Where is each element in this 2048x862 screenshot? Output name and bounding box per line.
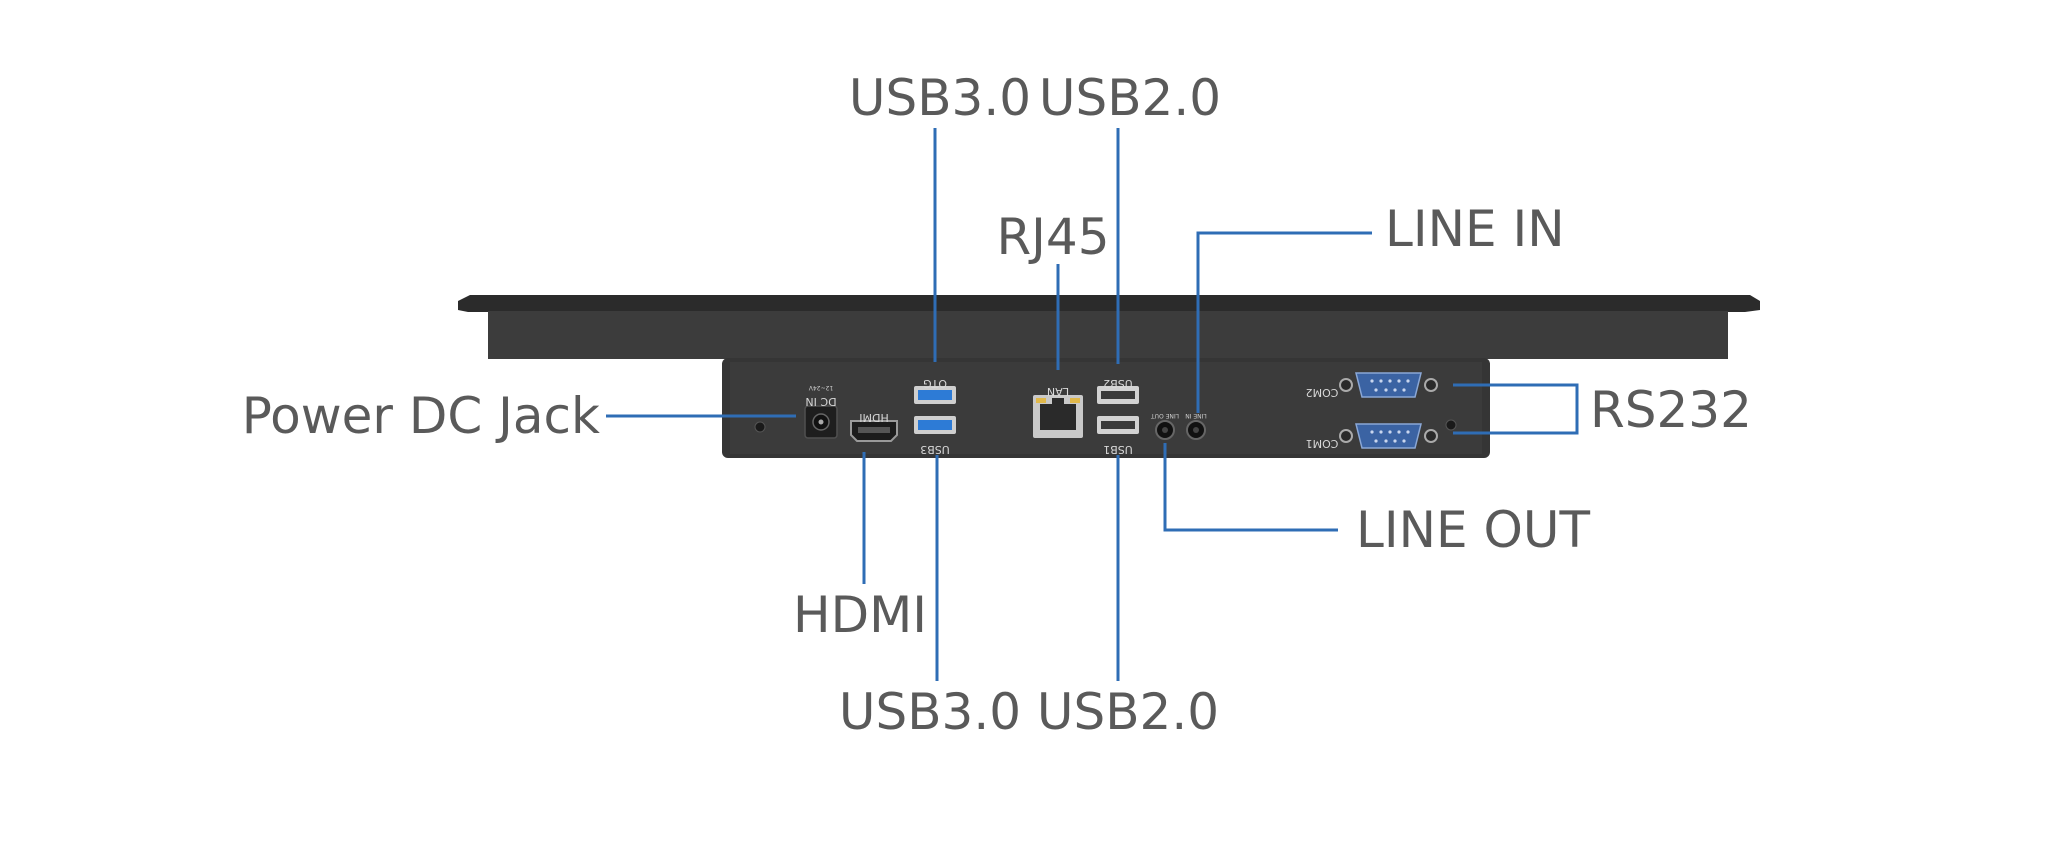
front-bezel bbox=[458, 295, 1760, 312]
label-usb30-bottom: USB3.0 bbox=[839, 683, 1021, 741]
hdmi-port: HDMI bbox=[850, 411, 898, 442]
leader-lines bbox=[606, 128, 1579, 681]
line-in-jack: LINE IN bbox=[1185, 412, 1207, 440]
rear-housing bbox=[488, 311, 1728, 359]
leader-line-out bbox=[1163, 443, 1338, 532]
callout-labels: USB3.0 USB2.0 RJ45 LINE IN Power DC Jack… bbox=[242, 69, 1752, 741]
vent-fins bbox=[780, 462, 1469, 475]
label-hdmi: HDMI bbox=[793, 586, 927, 644]
silk-com1: COM1 bbox=[1306, 437, 1339, 450]
usb30-otg-port: OTG bbox=[914, 377, 956, 404]
silk-dc-in: DC IN bbox=[805, 395, 836, 408]
usb30-port: USB3 bbox=[914, 416, 956, 456]
usb20-port-2: USB2 bbox=[1097, 377, 1139, 404]
silk-otg: OTG bbox=[923, 377, 947, 390]
usb20-port-1: USB1 bbox=[1097, 416, 1139, 456]
panel-pc-device: DC IN 12~24V HDMI OTG USB3 LAN bbox=[458, 295, 1760, 475]
silk-usb3: USB3 bbox=[920, 443, 950, 456]
label-rs232: RS232 bbox=[1590, 381, 1752, 439]
label-line-out: LINE OUT bbox=[1356, 501, 1590, 559]
label-usb20-bottom: USB2.0 bbox=[1037, 683, 1219, 741]
lan-port: LAN bbox=[1033, 385, 1083, 438]
silk-usb2: USB2 bbox=[1103, 377, 1133, 390]
leader-line-in bbox=[1196, 231, 1372, 413]
com1-db9-port: COM1 bbox=[1306, 423, 1438, 450]
label-line-in: LINE IN bbox=[1385, 200, 1565, 258]
silk-line-in: LINE IN bbox=[1185, 412, 1207, 419]
label-rj45: RJ45 bbox=[996, 208, 1109, 266]
silk-dc-volts: 12~24V bbox=[808, 384, 833, 391]
silk-com2: COM2 bbox=[1306, 386, 1339, 399]
silk-lan: LAN bbox=[1047, 385, 1069, 398]
screw-icon bbox=[754, 421, 766, 433]
com2-db9-port: COM2 bbox=[1306, 372, 1438, 399]
screw-icon bbox=[1445, 419, 1457, 431]
dc-jack-port: DC IN 12~24V bbox=[804, 384, 838, 439]
silk-usb1: USB1 bbox=[1103, 443, 1133, 456]
silk-hdmi: HDMI bbox=[859, 411, 888, 424]
label-power-dc-jack: Power DC Jack bbox=[242, 387, 600, 445]
label-usb20-top: USB2.0 bbox=[1039, 69, 1221, 127]
silk-line-out: LINE OUT bbox=[1151, 412, 1179, 419]
leader-rs232 bbox=[1453, 383, 1579, 435]
line-out-jack: LINE OUT bbox=[1151, 412, 1179, 440]
label-usb30-top: USB3.0 bbox=[849, 69, 1031, 127]
